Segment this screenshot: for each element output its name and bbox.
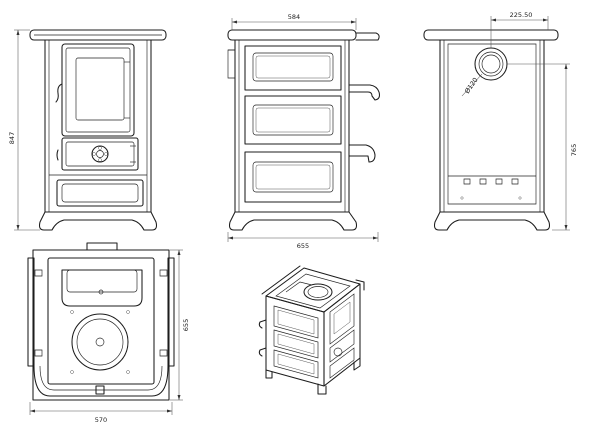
front-bottom-drawer — [57, 180, 143, 206]
iso-side-face — [266, 296, 324, 386]
top-cooking-surface — [48, 258, 154, 384]
top-outer-plate — [33, 250, 169, 400]
isometric-view — [259, 266, 364, 394]
back-view: Ø120 225.50 765 — [424, 11, 578, 230]
dim-front-height: 847 — [8, 132, 16, 144]
front-ash-door — [62, 138, 138, 170]
dimension-arrow-icon — [16, 30, 20, 35]
side-body — [235, 40, 349, 212]
dim-top-width: 570 — [95, 416, 107, 424]
side-handle-upper — [349, 85, 380, 100]
control-knob-icon — [92, 146, 108, 162]
side-top-plate — [228, 30, 356, 40]
back-base-legs — [435, 212, 550, 230]
dim-top-depth: 655 — [182, 319, 190, 331]
side-panel-bottom — [245, 152, 341, 202]
back-vent — [464, 179, 470, 184]
side-handle-lower — [349, 145, 375, 162]
iso-knob — [334, 348, 342, 356]
side-rail — [356, 33, 379, 40]
top-flue-stub — [87, 243, 117, 250]
front-fire-door — [62, 44, 134, 136]
front-door-window — [76, 58, 124, 120]
top-front-rail — [34, 366, 168, 396]
iso-feet — [266, 370, 272, 378]
dim-back-pipe-offset: 225.50 — [510, 11, 533, 19]
dim-back-pipe-height: 765 — [570, 144, 578, 156]
top-view: 655 570 — [28, 243, 190, 424]
iso-hob-ring — [304, 284, 332, 300]
pipe-outlet-icon — [475, 48, 507, 80]
top-oven-plate — [62, 270, 142, 306]
dim-side-depth: 655 — [297, 242, 309, 250]
top-knob — [96, 386, 104, 394]
front-door-handle — [56, 84, 62, 102]
iso-top-plate — [266, 268, 360, 312]
side-base-legs — [230, 212, 357, 230]
front-view: 847 — [8, 30, 166, 230]
side-view: 584 655 — [228, 13, 380, 250]
side-panel-middle — [245, 96, 341, 144]
front-base-legs — [40, 212, 157, 230]
top-rail-left — [28, 258, 34, 366]
top-rail-right — [168, 258, 174, 366]
side-panel-top — [245, 46, 341, 90]
back-body — [440, 40, 544, 212]
top-hob-ring — [72, 314, 128, 370]
front-body — [45, 40, 151, 212]
dim-side-width: 584 — [288, 13, 300, 21]
